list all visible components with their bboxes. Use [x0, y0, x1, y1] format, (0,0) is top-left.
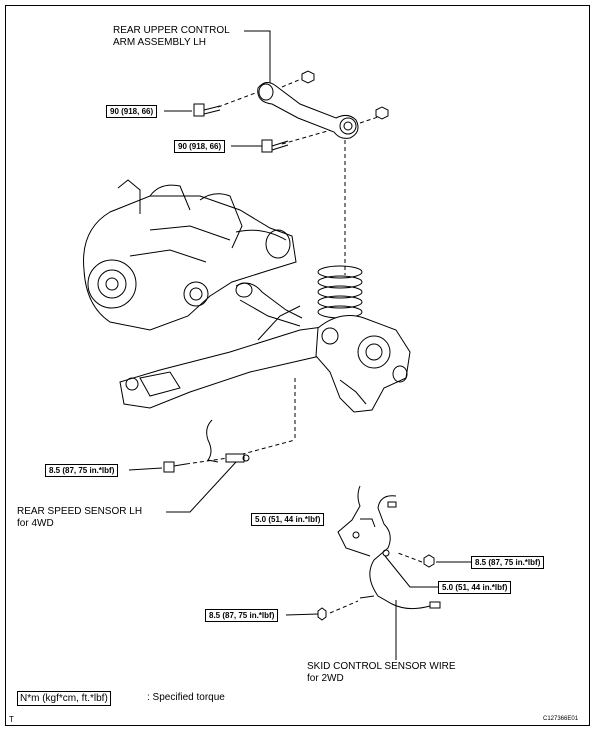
- torque-box-upper-bolt-1: 90 (918, 66): [106, 105, 158, 118]
- legend-unit-box: N*m (kgf*cm, ft.*lbf): [17, 691, 111, 706]
- sensor-wire: [317, 485, 441, 621]
- torque-box-wire-bolt-right: 8.5 (87, 75 in.*lbf): [471, 556, 545, 569]
- corner-mark: T: [9, 715, 14, 724]
- figure-code: C127366E01: [543, 716, 579, 722]
- speed-sensor-label-line2: for 4WD: [17, 518, 54, 529]
- speed-sensor: [163, 419, 250, 473]
- speed-sensor-label-line1: REAR SPEED SENSOR LH: [17, 506, 143, 517]
- upper-arm-label-line1: REAR UPPER CONTROL: [113, 25, 230, 36]
- leader-lines: [128, 30, 471, 660]
- torque-box-wire-bolt-lower: 8.5 (87, 75 in.*lbf): [205, 609, 279, 622]
- coil-spring: [317, 265, 363, 319]
- differential-carrier: [83, 179, 297, 331]
- skid-wire-label-line1: SKID CONTROL SENSOR WIRE: [307, 661, 456, 672]
- torque-box-upper-bolt-2: 90 (918, 66): [174, 140, 226, 153]
- torque-box-speed-sensor: 8.5 (87, 75 in.*lbf): [45, 464, 119, 477]
- upper-control-arm: [193, 70, 389, 153]
- torque-box-wire-clamp-upper: 5.0 (51, 44 in.*lbf): [251, 513, 325, 526]
- skid-wire-label-line2: for 2WD: [307, 673, 344, 684]
- upper-arm-label-line2: ARM ASSEMBLY LH: [113, 37, 206, 48]
- figure-frame: [5, 5, 590, 726]
- legend-description: : Specified torque: [147, 692, 225, 703]
- knuckle-hub: [315, 315, 411, 413]
- torque-box-wire-clamp-lower: 5.0 (51, 44 in.*lbf): [438, 581, 512, 594]
